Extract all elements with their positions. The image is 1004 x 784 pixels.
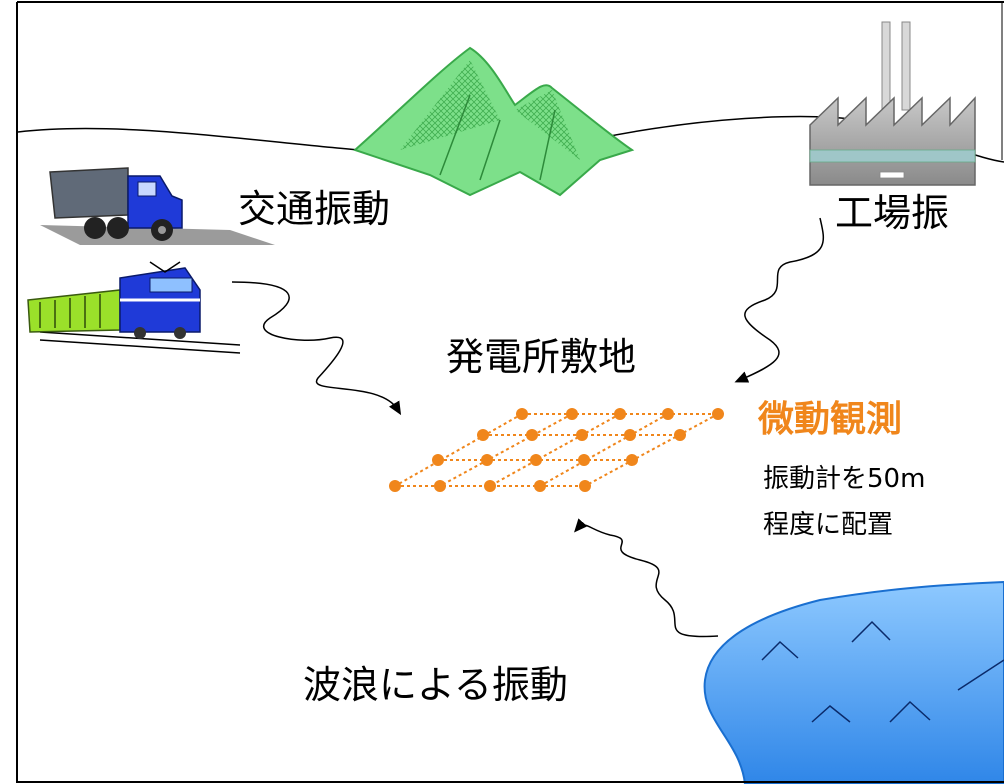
train-icon	[27, 261, 241, 354]
factory-vibration-arrow	[734, 217, 825, 383]
traffic-vibration-label: 交通振動	[238, 187, 391, 231]
mountain-icon	[353, 46, 635, 197]
sea-icon	[703, 580, 1004, 784]
factory-icon	[809, 21, 976, 186]
seismometer-grid	[394, 413, 719, 487]
seismometer-note-line2: 程度に配置	[763, 510, 894, 540]
microtremor-title: 微動観測	[758, 399, 903, 440]
traffic-vibration-arrow	[231, 281, 402, 416]
seismometer-note-line1: 振動計を50m	[763, 464, 926, 494]
plant-site-label: 発電所敷地	[446, 335, 637, 379]
wave-vibration-label: 波浪による振動	[303, 663, 568, 707]
wave-vibration-arrow	[574, 518, 719, 638]
factory-vibration-label: 工場振	[835, 191, 950, 235]
